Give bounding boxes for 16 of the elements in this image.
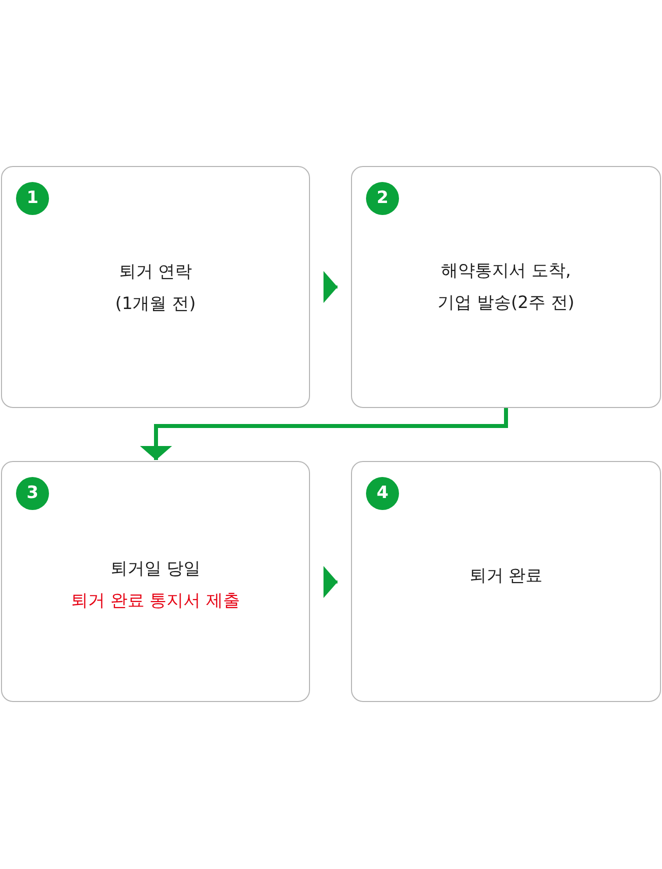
step-card <box>1 166 310 408</box>
step-note: 퇴거 완료 통지서 제출 <box>70 590 240 612</box>
arrow <box>324 271 338 303</box>
step-text: 퇴거 완료 <box>469 564 543 588</box>
step-card <box>1 461 310 702</box>
arrow <box>140 408 508 460</box>
step-card <box>351 166 661 408</box>
step-text: 퇴거 연락 (1개월 전) <box>114 261 197 316</box>
step-text: 해약통지서 도착, 기업 발송(2주 전) <box>436 260 576 315</box>
step-number: 2 <box>366 182 399 215</box>
step-number: 3 <box>16 477 49 510</box>
step-number: 4 <box>366 477 399 510</box>
arrow <box>324 566 338 598</box>
step-number: 1 <box>16 182 49 215</box>
step-card <box>351 461 661 702</box>
step-text: 퇴거일 당일 <box>110 558 201 580</box>
